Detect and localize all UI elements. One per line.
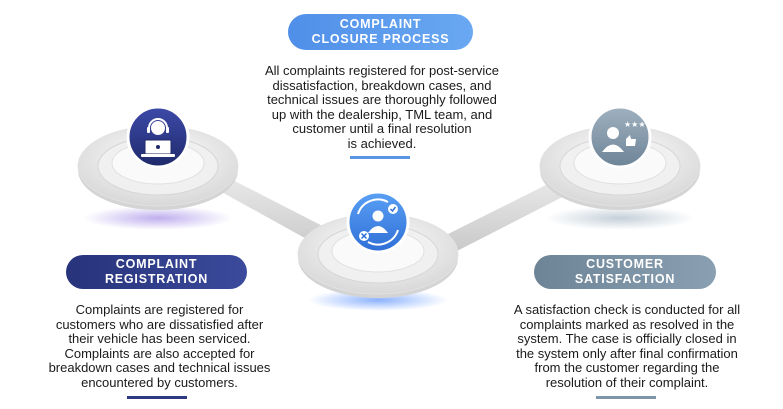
satisfaction-description: A satisfaction check is conducted for al… xyxy=(487,302,767,390)
registration-desc-line: breakdown cases and technical issues xyxy=(48,360,271,375)
satisfaction-underline xyxy=(596,396,656,399)
satisfaction-desc-line: the system only after final confirmation xyxy=(516,345,738,361)
registration-title-line2: REGISTRATION xyxy=(104,272,209,286)
svg-text:★★★: ★★★ xyxy=(624,120,646,129)
registration-desc-line: encountered by customers. xyxy=(81,374,238,390)
registration-title: COMPLAINT REGISTRATION xyxy=(66,255,247,289)
closure-desc-line: dissatisfaction, breakdown cases, and xyxy=(272,77,492,93)
satisfaction-title-line1: CUSTOMER xyxy=(586,257,664,271)
satisfaction-desc-line: from the customer regarding the xyxy=(534,360,720,375)
satisfaction-desc-line: system. The case is officially closed in xyxy=(517,331,737,346)
satisfaction-title: CUSTOMER SATISFACTION xyxy=(534,255,716,289)
support-agent-icon xyxy=(126,105,190,169)
satisfaction-desc-line: resolution of their complaint. xyxy=(545,374,709,390)
registration-description: Complaints are registered for customers … xyxy=(18,302,301,390)
closure-desc-line: customer until a final resolution xyxy=(292,121,472,136)
closure-desc-line: technical issues are thoroughly followed xyxy=(267,92,497,107)
satisfaction-title-line2: SATISFACTION xyxy=(574,272,676,286)
closure-desc-line: is achieved. xyxy=(347,135,417,151)
registration-desc-line: their vehicle has been serviced. xyxy=(68,331,251,346)
satisfaction-desc-line: A satisfaction check is conducted for al… xyxy=(513,302,741,317)
registration-underline xyxy=(127,396,187,399)
registration-title-line1: COMPLAINT xyxy=(115,257,198,271)
registration-desc-line: Complaints are registered for xyxy=(75,302,244,317)
closure-title-line1: COMPLAINT xyxy=(339,17,422,31)
closure-desc-line: All complaints registered for post-servi… xyxy=(264,63,500,78)
closure-underline xyxy=(350,156,410,159)
person-rating-icon: ★★★ xyxy=(588,105,652,169)
registration-desc-line: Complaints are also accepted for xyxy=(64,345,255,361)
connector-right xyxy=(440,178,580,252)
closure-desc-line: up with the dealership, TML team, and xyxy=(271,106,493,122)
closure-description: All complaints registered for post-servi… xyxy=(232,63,532,151)
registration-desc-line: customers who are dissatisfied after xyxy=(55,316,264,332)
closure-title-line2: CLOSURE PROCESS xyxy=(311,32,450,46)
closure-process-title: COMPLAINT CLOSURE PROCESS xyxy=(288,14,473,50)
person-cycle-icon xyxy=(346,190,410,254)
satisfaction-desc-line: complaints marked as resolved in the xyxy=(519,316,735,332)
